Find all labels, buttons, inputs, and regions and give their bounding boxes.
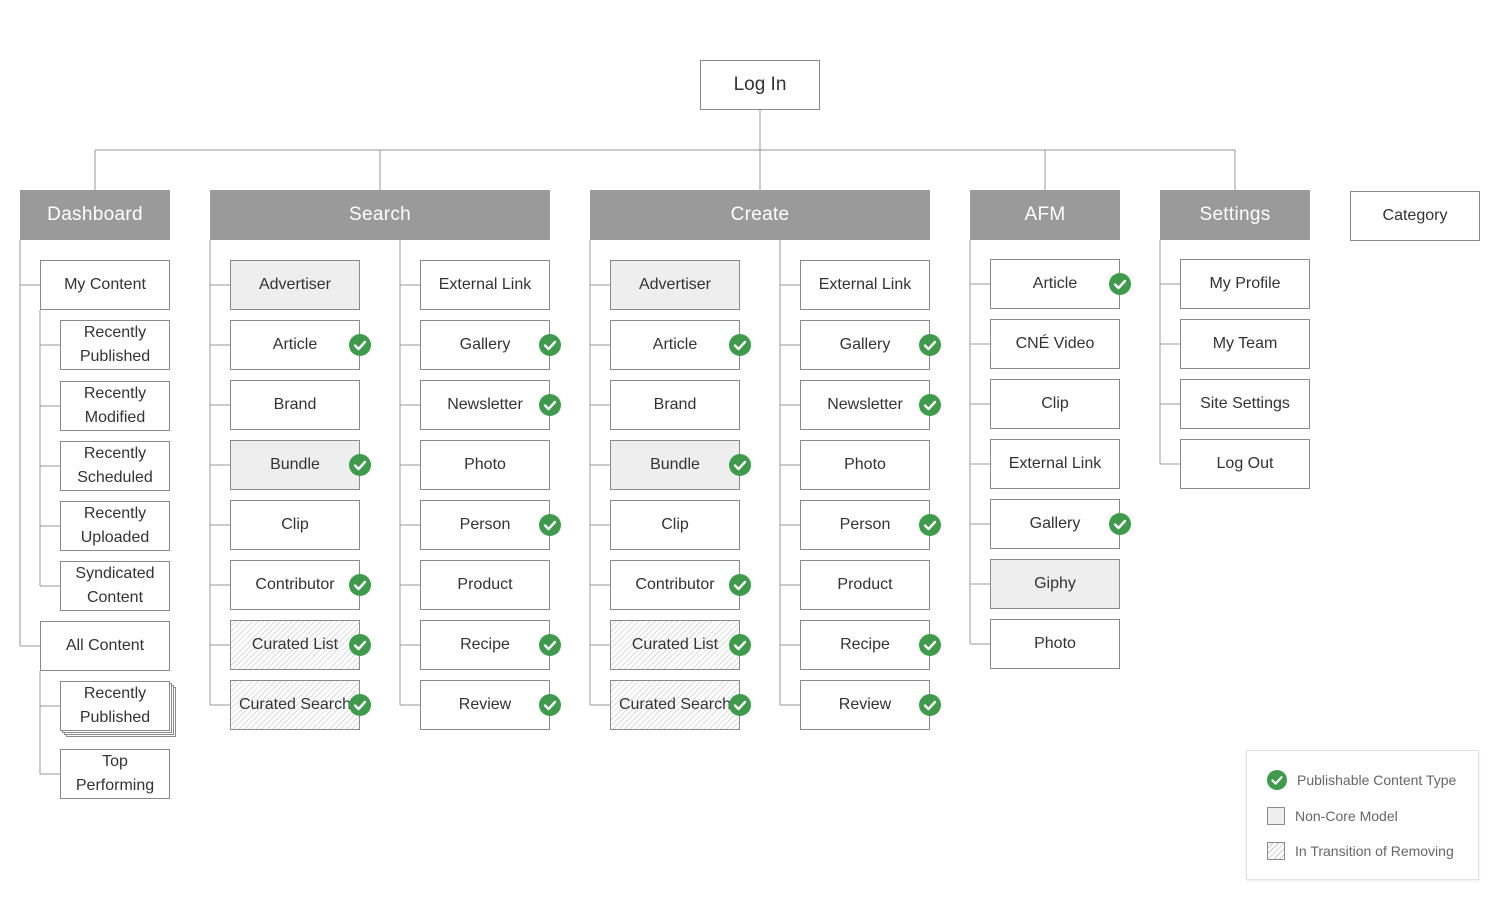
check-icon — [539, 694, 561, 716]
legend-row-noncore: Non-Core Model — [1267, 806, 1398, 826]
legend-row-transition: In Transition of Removing — [1267, 841, 1454, 861]
search-item-review: Review — [420, 680, 550, 730]
create-item-review: Review — [800, 680, 930, 730]
dashboard-item-all-content: All Content — [40, 621, 170, 671]
category-node: Category — [1350, 191, 1480, 241]
dashboard-item-recently-uploaded: Recently Uploaded — [60, 501, 170, 551]
dashboard-item-syndicated-content: Syndicated Content — [60, 561, 170, 611]
create-item-clip: Clip — [610, 500, 740, 550]
afm-item-giphy: Giphy — [990, 559, 1120, 609]
check-icon — [729, 334, 751, 356]
settings-item-my-profile: My Profile — [1180, 259, 1310, 309]
search-item-product: Product — [420, 560, 550, 610]
check-icon — [919, 634, 941, 656]
create-item-article: Article — [610, 320, 740, 370]
check-icon — [539, 334, 561, 356]
check-icon — [349, 694, 371, 716]
afm-header: AFM — [970, 190, 1120, 240]
afm-item-gallery: Gallery — [990, 499, 1120, 549]
search-item-curated-list: Curated List — [230, 620, 360, 670]
create-item-contributor: Contributor — [610, 560, 740, 610]
dashboard-item-recently-modified: Recently Modified — [60, 381, 170, 431]
search-item-gallery: Gallery — [420, 320, 550, 370]
noncore-swatch — [1267, 807, 1285, 825]
afm-item-article: Article — [990, 259, 1120, 309]
check-icon — [919, 334, 941, 356]
dashboard-header: Dashboard — [20, 190, 170, 240]
legend-row-publishable: Publishable Content Type — [1267, 770, 1456, 790]
search-item-contributor: Contributor — [230, 560, 360, 610]
check-icon — [729, 574, 751, 596]
create-item-brand: Brand — [610, 380, 740, 430]
search-item-external-link: External Link — [420, 260, 550, 310]
check-icon — [539, 514, 561, 536]
search-item-article: Article — [230, 320, 360, 370]
check-icon — [539, 394, 561, 416]
search-header: Search — [210, 190, 550, 240]
check-icon — [919, 694, 941, 716]
check-icon — [349, 454, 371, 476]
log-in-node: Log In — [700, 60, 820, 110]
create-item-recipe: Recipe — [800, 620, 930, 670]
create-item-person: Person — [800, 500, 930, 550]
dashboard-item-top-performing: Top Performing — [60, 749, 170, 799]
settings-header: Settings — [1160, 190, 1310, 240]
create-item-bundle: Bundle — [610, 440, 740, 490]
check-icon — [539, 634, 561, 656]
dashboard-item-recently-scheduled: Recently Scheduled — [60, 441, 170, 491]
check-icon — [349, 634, 371, 656]
afm-item-cn-video: CNÉ Video — [990, 319, 1120, 369]
dashboard-item-recently-published-all: Recently Published — [60, 681, 170, 731]
search-item-curated-search: Curated Search — [230, 680, 360, 730]
search-item-person: Person — [420, 500, 550, 550]
check-icon — [349, 334, 371, 356]
check-icon — [919, 394, 941, 416]
legend-label-noncore: Non-Core Model — [1295, 808, 1398, 824]
dashboard-item-my-content: My Content — [40, 260, 170, 310]
legend: Publishable Content Type Non-Core Model … — [1246, 750, 1479, 880]
dashboard-item-recently-published: Recently Published — [60, 320, 170, 370]
check-icon — [1109, 273, 1131, 295]
settings-item-log-out: Log Out — [1180, 439, 1310, 489]
search-item-clip: Clip — [230, 500, 360, 550]
check-icon — [349, 574, 371, 596]
create-header: Create — [590, 190, 930, 240]
settings-item-site-settings: Site Settings — [1180, 379, 1310, 429]
search-item-advertiser: Advertiser — [230, 260, 360, 310]
create-item-advertiser: Advertiser — [610, 260, 740, 310]
create-item-newsletter: Newsletter — [800, 380, 930, 430]
search-item-newsletter: Newsletter — [420, 380, 550, 430]
legend-label-publishable: Publishable Content Type — [1297, 772, 1457, 788]
create-item-curated-list: Curated List — [610, 620, 740, 670]
search-item-photo: Photo — [420, 440, 550, 490]
create-item-photo: Photo — [800, 440, 930, 490]
settings-item-my-team: My Team — [1180, 319, 1310, 369]
check-icon — [729, 694, 751, 716]
create-item-product: Product — [800, 560, 930, 610]
search-item-brand: Brand — [230, 380, 360, 430]
check-icon — [1267, 770, 1287, 790]
create-item-external-link: External Link — [800, 260, 930, 310]
afm-item-clip: Clip — [990, 379, 1120, 429]
afm-item-external-link: External Link — [990, 439, 1120, 489]
afm-item-photo: Photo — [990, 619, 1120, 669]
search-item-bundle: Bundle — [230, 440, 360, 490]
create-item-curated-search: Curated Search — [610, 680, 740, 730]
check-icon — [1109, 513, 1131, 535]
check-icon — [729, 454, 751, 476]
search-item-recipe: Recipe — [420, 620, 550, 670]
check-icon — [919, 514, 941, 536]
transition-swatch — [1267, 842, 1285, 860]
legend-label-transition: In Transition of Removing — [1295, 843, 1454, 859]
create-item-gallery: Gallery — [800, 320, 930, 370]
check-icon — [729, 634, 751, 656]
